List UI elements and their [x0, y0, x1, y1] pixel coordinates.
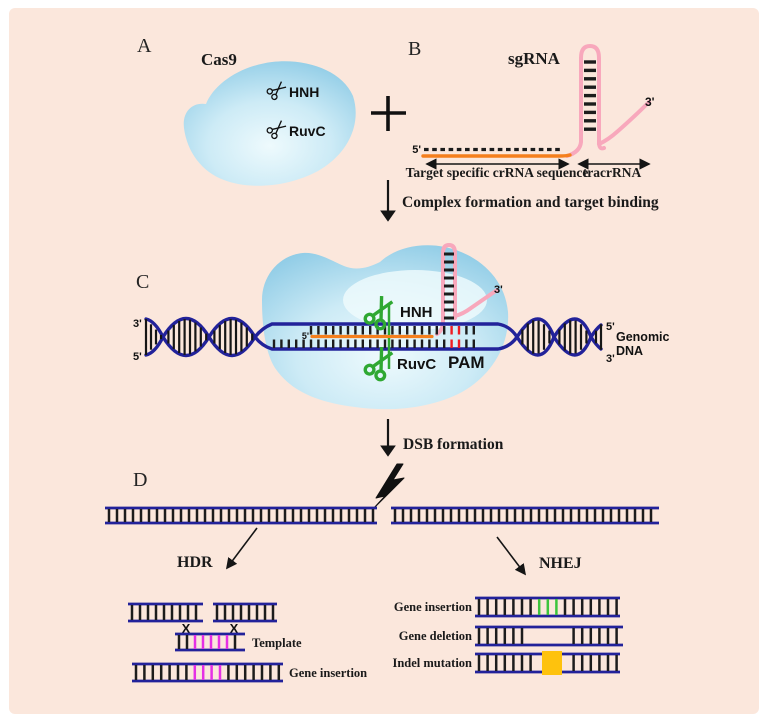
- hnh-label-complex: HNH: [400, 304, 433, 321]
- nhej-pathway: Gene insertion Gene deletion Indel mutat…: [392, 596, 623, 675]
- sgrna-hairpin-rungs: [584, 60, 596, 131]
- panel-d-label: D: [133, 469, 147, 491]
- crrna-five-prime-complex: 5': [302, 331, 309, 341]
- nhej-indel-dna: [475, 652, 620, 674]
- sgrna-five-prime-label: 5': [412, 144, 421, 156]
- hnh-scissors-icon: [362, 292, 398, 335]
- panel-d: D HDR NHEJ X X Template Gene insertion G…: [105, 463, 659, 683]
- helix-hatch: [594, 324, 603, 350]
- panel-c-label: C: [136, 271, 149, 293]
- hdr-break-right: [213, 602, 277, 623]
- left-five-prime: 5': [133, 351, 142, 363]
- hdr-arrow: [225, 527, 258, 570]
- plus-icon: [371, 96, 406, 131]
- step2-caption: DSB formation: [403, 436, 504, 453]
- hnh-domain-label: HNH: [289, 84, 319, 100]
- sgrna-hairpin-rungs-complex: [444, 252, 454, 320]
- nhej-label: NHEJ: [539, 555, 582, 572]
- nontarget-strand-bases: [272, 339, 475, 348]
- panel-a-label: A: [137, 35, 152, 57]
- crrna-line: [421, 153, 572, 158]
- right-three-prime: 3': [606, 353, 615, 365]
- hdr-label: HDR: [177, 554, 213, 571]
- ruvc-domain-label: RuvC: [289, 123, 326, 139]
- pam-label: PAM: [448, 353, 485, 372]
- crossover-x-mark: X: [182, 621, 191, 636]
- target-strand-bases: [309, 326, 475, 335]
- nhej-deletion-dna: [475, 625, 623, 647]
- hdr-result-label: Gene insertion: [289, 666, 367, 680]
- dsb-ladder-right: [391, 506, 659, 525]
- left-three-prime: 3': [133, 318, 142, 330]
- ruvc-label-complex: RuvC: [397, 356, 436, 373]
- sgrna-three-prime-complex: 3': [494, 284, 503, 296]
- hdr-break-left: [128, 602, 203, 623]
- crossover-x-mark: X: [230, 621, 239, 636]
- genomic-dna-label-1: Genomic: [616, 330, 670, 344]
- sgrna-title: sgRNA: [508, 49, 561, 68]
- dsb-ladder-left: [105, 506, 377, 525]
- panel-a: A Cas9 HNH RuvC: [137, 35, 356, 186]
- panel-c: C 3' 5': [133, 242, 670, 410]
- sgrna-three-prime-label: 3': [645, 95, 655, 109]
- nhej-insertion-dna: [475, 596, 620, 618]
- tracrrna-strand-complex: [435, 242, 499, 336]
- indel-block: [542, 651, 562, 675]
- panel-b: B sgRNA 5' 3' Target specific crRNA sequ…: [406, 38, 655, 180]
- ruvc-scissors-icon: [362, 338, 398, 383]
- cas9-title: Cas9: [201, 50, 237, 69]
- helix-hatch: [558, 320, 588, 354]
- nhej-row-label: Gene insertion: [394, 600, 472, 614]
- helix-hatch: [521, 320, 551, 354]
- crrna-caption: Target specific crRNA sequence: [406, 165, 589, 180]
- nhej-arrow: [496, 536, 527, 576]
- genomic-dna-label-2: DNA: [616, 344, 643, 358]
- hdr-pathway: X X Template Gene insertion: [128, 602, 367, 683]
- helix-hatch: [213, 319, 254, 355]
- helix-hatch: [167, 319, 208, 355]
- tracrrna-strand: [565, 43, 651, 158]
- panel-b-label: B: [408, 38, 421, 60]
- hdr-result-dna: [132, 662, 283, 683]
- template-dna: [175, 632, 245, 652]
- nhej-row-label: Indel mutation: [392, 656, 472, 670]
- right-five-prime: 5': [606, 321, 615, 333]
- template-label: Template: [252, 636, 302, 650]
- helix-hatch: [144, 319, 163, 355]
- lightning-bolt-icon: [372, 463, 405, 510]
- tracrrna-caption: tracrRNA: [583, 165, 642, 180]
- step1-caption: Complex formation and target binding: [402, 194, 659, 211]
- nhej-row-label: Gene deletion: [399, 629, 472, 643]
- cas9-protein-blob: [183, 61, 356, 186]
